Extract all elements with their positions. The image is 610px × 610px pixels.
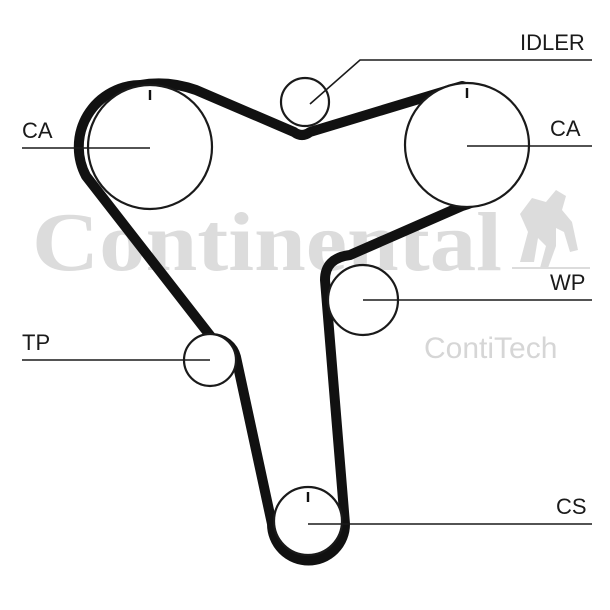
label-idler: IDLER — [520, 30, 585, 55]
label-cs: CS — [556, 494, 587, 519]
leader-lines — [22, 59, 592, 525]
labels: IDLER CA CA WP TP CS — [22, 30, 587, 519]
watermark-continental-logo: Continental — [32, 196, 502, 289]
label-ca-right: CA — [550, 116, 581, 141]
idler-pulley — [279, 76, 331, 128]
crankshaft-pulley — [272, 485, 344, 557]
pulleys — [86, 76, 531, 557]
leader-idler — [309, 59, 592, 105]
label-wp: WP — [550, 270, 585, 295]
timing-belt — [73, 78, 514, 566]
label-ca-left: CA — [22, 118, 53, 143]
camshaft-pulley-right — [403, 81, 531, 209]
label-tp: TP — [22, 330, 50, 355]
watermark-contitech-logo: ContiTech — [424, 332, 557, 365]
camshaft-pulley-left — [86, 83, 214, 211]
rearing-horse-icon — [520, 190, 578, 268]
